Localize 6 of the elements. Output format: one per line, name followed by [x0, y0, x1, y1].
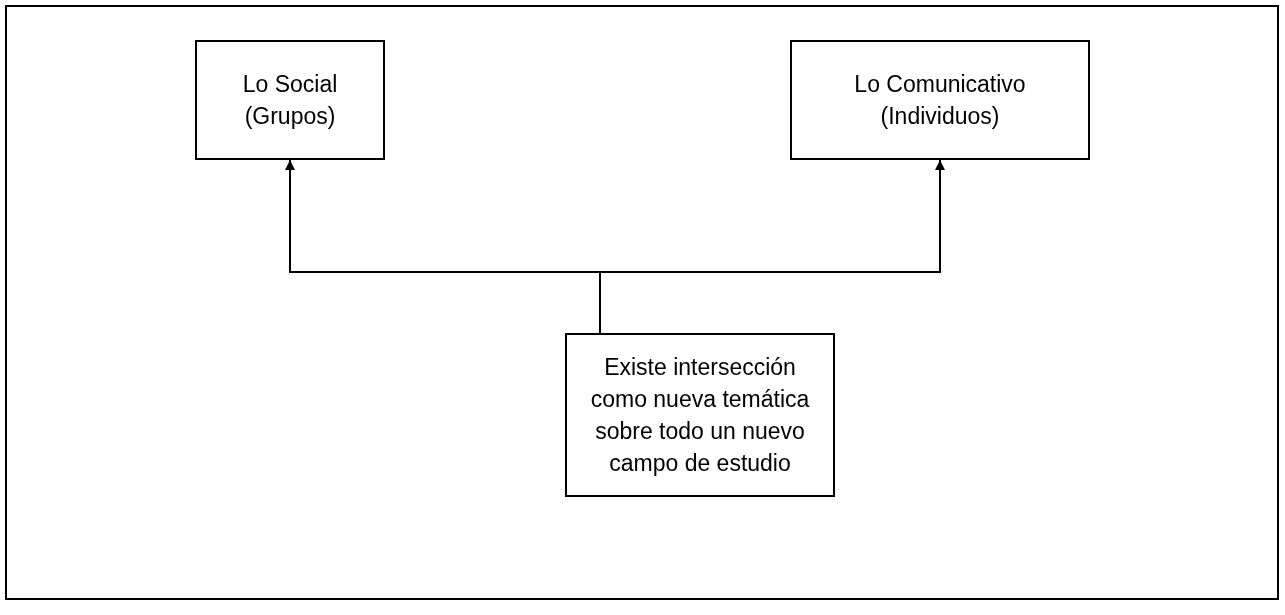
- text-box: [195, 40, 385, 160]
- box-text: Lo Social (Grupos): [241, 70, 339, 131]
- box-text: Existe intersección como nueva temática sobre todo un nuevo campo de estudio: [589, 353, 811, 478]
- box-text: Lo Comunicativo (Individuos): [853, 70, 1027, 131]
- text-box: [790, 40, 1090, 160]
- text-box: [565, 333, 835, 497]
